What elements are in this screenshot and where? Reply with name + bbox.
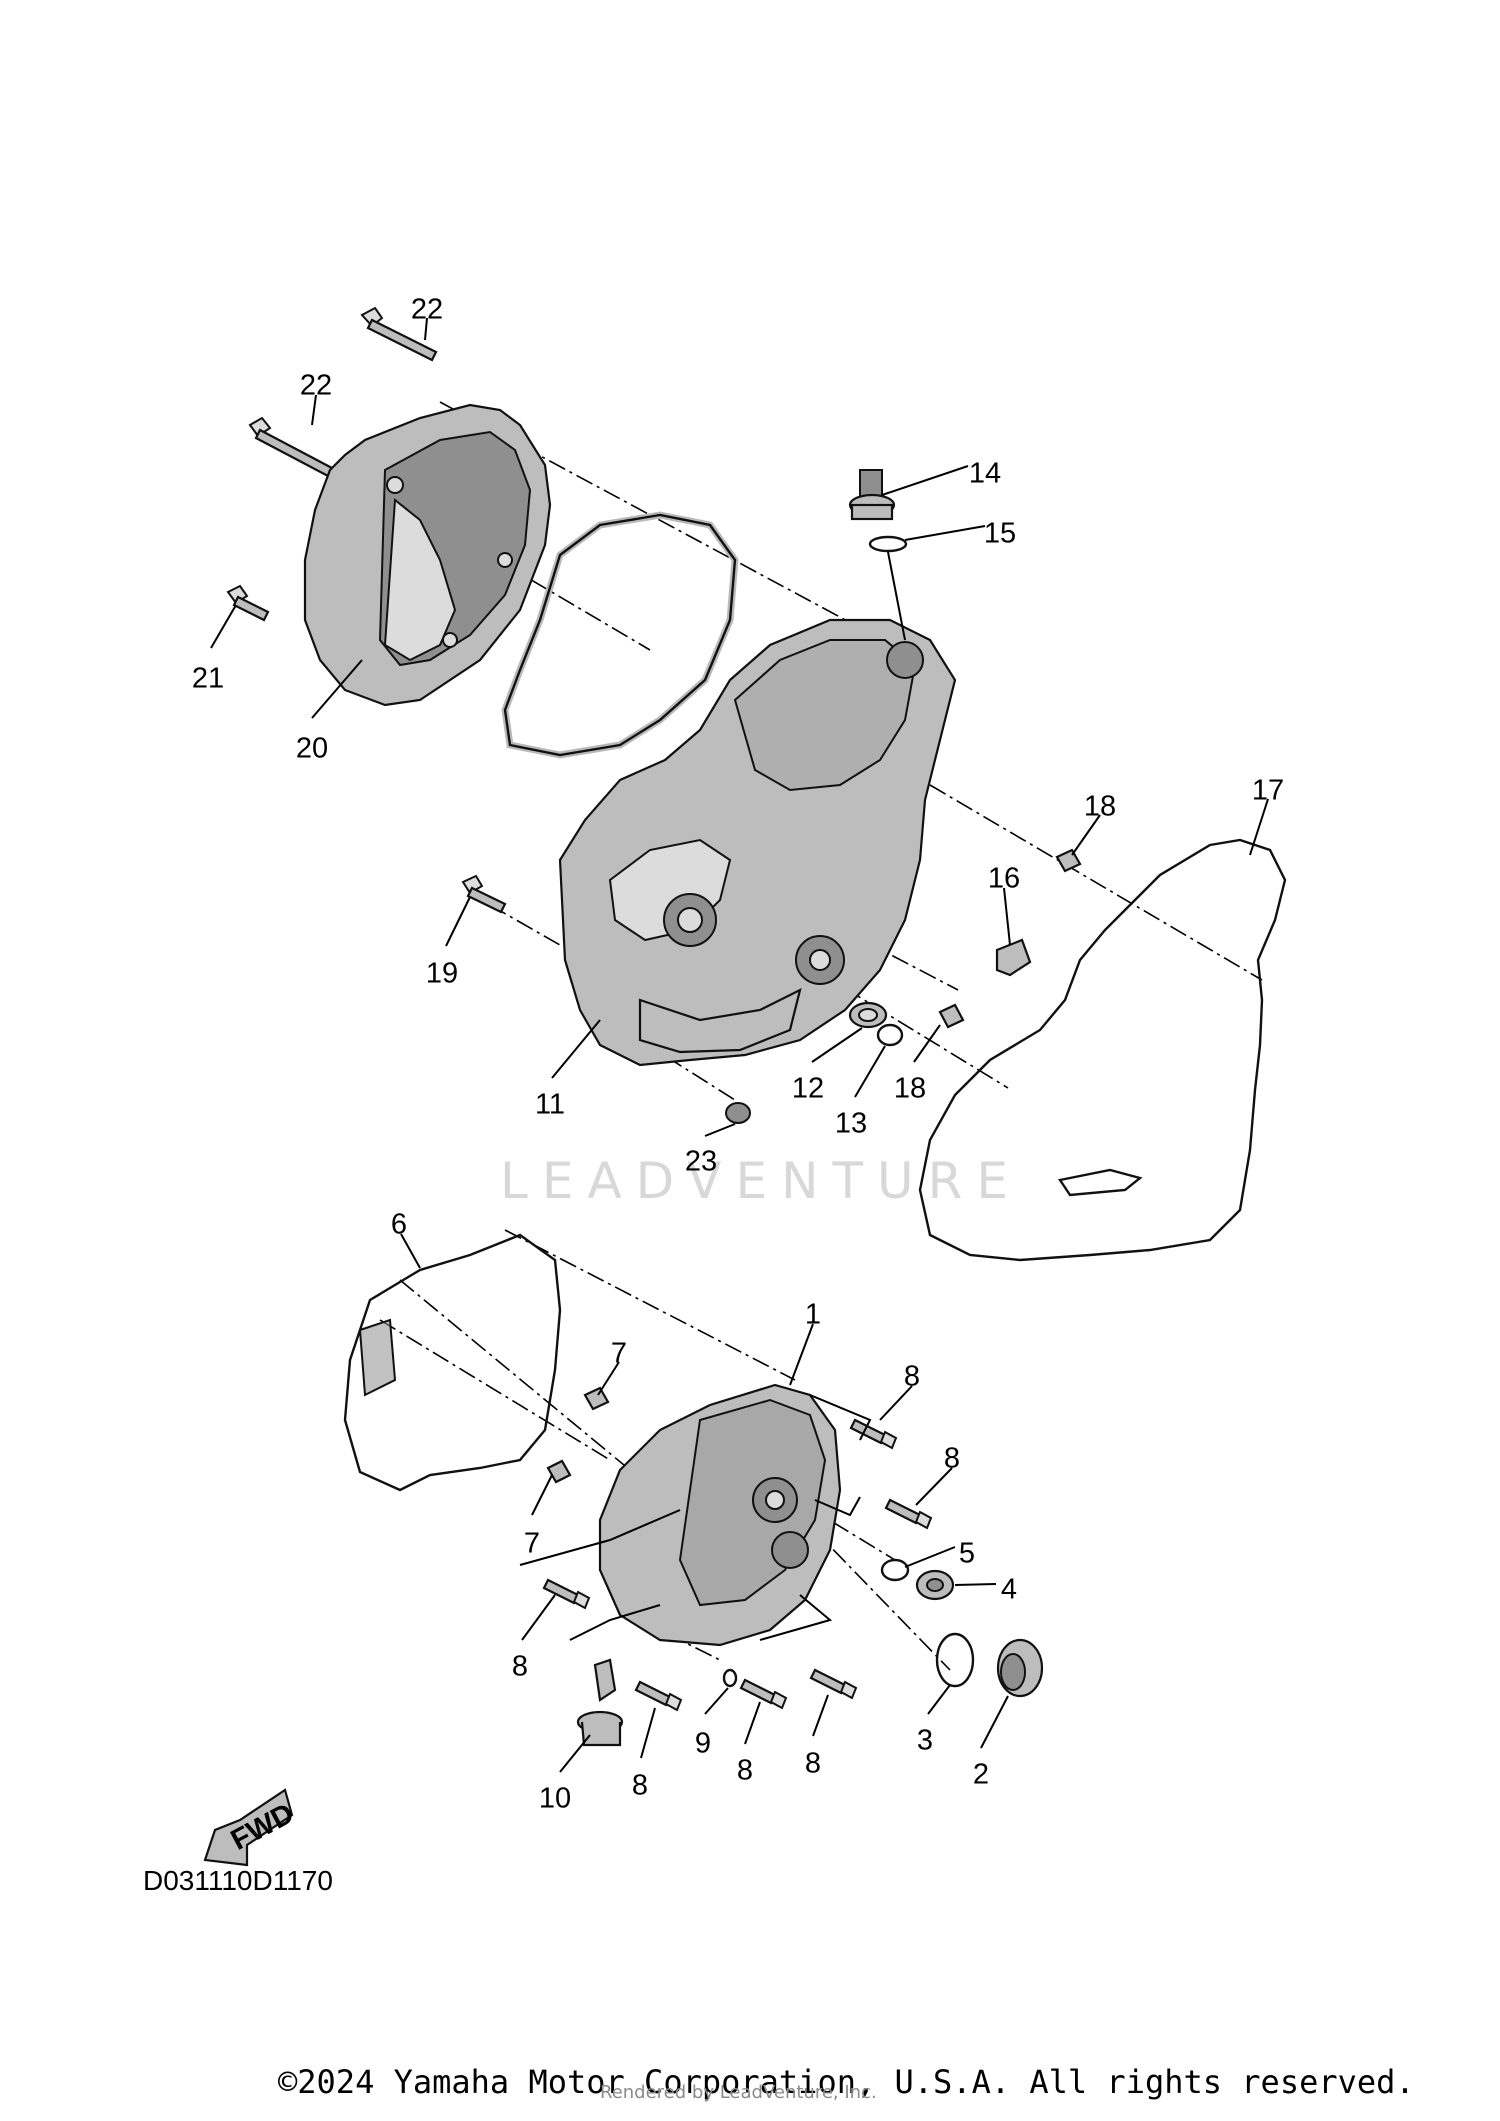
callout-22-0: 22 (411, 294, 443, 326)
callout-20-3: 20 (296, 733, 328, 765)
bolt-8-a (849, 1418, 898, 1450)
callout-7-17: 7 (611, 1338, 627, 1370)
callout-2-28: 2 (973, 1759, 989, 1791)
bolt-8-b (884, 1498, 933, 1530)
plug-16 (995, 938, 1032, 977)
fwd-direction-arrow: FWD (203, 1788, 299, 1867)
gasket-6 (343, 1233, 562, 1492)
dowel-7-lower (546, 1459, 572, 1484)
watermark-subtext: Rendered by LeadVenture, Inc. (600, 2082, 877, 2103)
dowel-18-lower (938, 1003, 965, 1029)
dowel-9 (722, 1668, 738, 1688)
crankcase-cover-11 (558, 618, 957, 1067)
callout-23-14: 23 (685, 1146, 717, 1178)
callout-21-2: 21 (192, 663, 224, 695)
bolt-8-e (739, 1678, 788, 1710)
callout-1-16: 1 (805, 1299, 821, 1331)
callout-10-30: 10 (539, 1783, 571, 1815)
clutch-outer-cover-20 (303, 403, 552, 707)
dowel-18-upper (1055, 848, 1082, 873)
callout-12-11: 12 (792, 1073, 824, 1105)
callout-8-18: 8 (904, 1361, 920, 1393)
callout-8-29: 8 (632, 1770, 648, 1802)
leader-lines (210, 317, 1269, 1773)
bolt-19 (461, 874, 507, 914)
callout-11-10: 11 (535, 1089, 565, 1121)
callout-19-9: 19 (426, 958, 458, 990)
callout-8-27: 8 (805, 1748, 821, 1780)
dowel-7-upper (583, 1386, 610, 1411)
callout-6-15: 6 (391, 1209, 407, 1241)
bolt-22-upper (360, 306, 438, 362)
plug-4 (915, 1569, 955, 1601)
callout-22-1: 22 (300, 370, 332, 402)
callout-7-20: 7 (524, 1528, 540, 1560)
generator-cover-1 (598, 1383, 842, 1647)
o-ring-3 (935, 1632, 975, 1688)
callout-8-26: 8 (737, 1755, 753, 1787)
bolt-8-f (809, 1668, 858, 1700)
callout-13-12: 13 (835, 1108, 867, 1140)
copyright-notice: ©2024 Yamaha Motor Corporation, U.S.A. A… (278, 2063, 1415, 2101)
cover-plug-2 (996, 1638, 1044, 1698)
callout-3-25: 3 (917, 1725, 933, 1757)
callout-17-7: 17 (1252, 775, 1284, 807)
oil-filler-cap-14 (848, 469, 896, 521)
o-ring-5 (880, 1558, 910, 1582)
bolt-22-lower (248, 416, 334, 478)
callout-16-8: 16 (988, 863, 1020, 895)
callout-5-21: 5 (959, 1538, 975, 1570)
crankcase-gasket-17 (918, 838, 1287, 1262)
callout-8-19: 8 (944, 1443, 960, 1475)
clamp-10 (576, 1658, 624, 1747)
outer-cover-gasket (501, 511, 739, 759)
bolt-8-d (634, 1680, 683, 1712)
callout-8-23: 8 (512, 1651, 528, 1683)
watermark: LEADVENTURE (500, 1152, 1022, 1210)
seal-12 (848, 1001, 888, 1029)
callout-4-22: 4 (1001, 1574, 1017, 1606)
callout-15-5: 15 (984, 518, 1016, 550)
bolt-8-c (542, 1578, 591, 1610)
callout-9-24: 9 (695, 1728, 711, 1760)
o-ring-15 (868, 535, 908, 553)
circlip-13 (876, 1023, 904, 1047)
callout-14-4: 14 (969, 458, 1001, 490)
bolt-21 (226, 584, 270, 622)
plug-23 (725, 1102, 751, 1124)
diagram-code: D031110D1170 (143, 1865, 333, 1896)
callout-18-13: 18 (894, 1073, 926, 1105)
callout-18-6: 18 (1084, 791, 1116, 823)
